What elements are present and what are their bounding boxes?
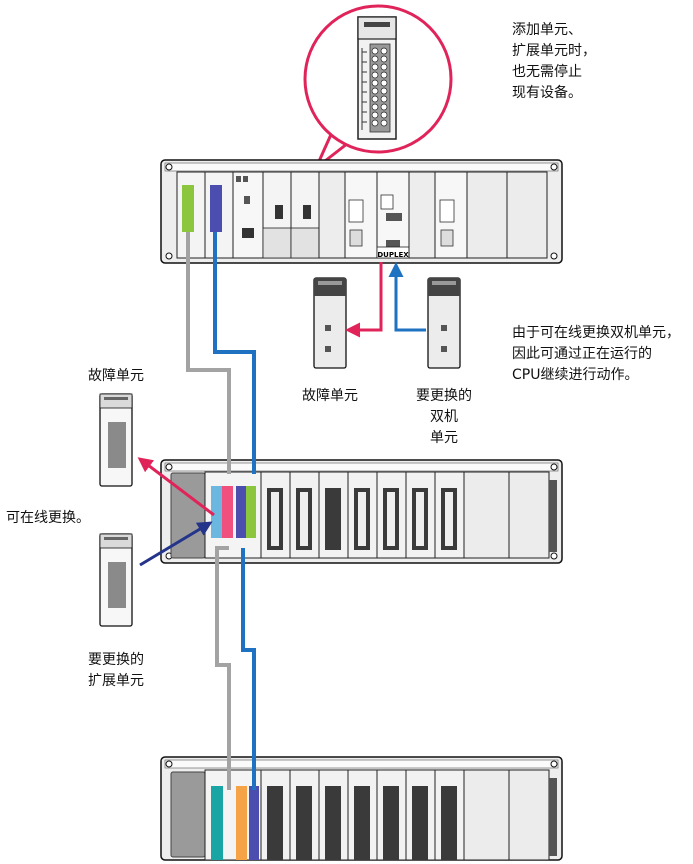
duplex-label: DUPLEX	[377, 251, 409, 259]
annotation-duplex-replace: 由于可在线更换双机单元， 因此可通过正在运行的 CPU继续进行动作。	[512, 323, 680, 386]
annotation-line: CPU继续进行动作。	[512, 367, 639, 383]
label-faulty-unit-cpu: 故障单元	[302, 388, 358, 404]
cable-gray	[186, 232, 231, 790]
annotation-line: 因此可通过正在运行的	[512, 346, 652, 362]
insert-expansion-arrow	[139, 521, 213, 567]
annotation-line: 由于可在线更换双机单元，	[512, 325, 680, 341]
label-line: 扩展单元	[88, 673, 144, 689]
label-replace-duplex: 要更换的 双机 单元	[404, 386, 484, 449]
label-line: 单元	[430, 430, 458, 446]
module-purple-top	[210, 185, 222, 232]
replacement-expansion-unit	[99, 533, 133, 627]
annotation-line: 也无需停止	[512, 64, 582, 80]
insert-arrow	[388, 262, 426, 332]
label-line: 要更换的	[88, 652, 144, 668]
module-teal-bottom	[211, 786, 223, 860]
module-green-top	[182, 185, 194, 232]
annotation-line: 现有设备。	[512, 85, 582, 101]
module-pink-mid	[222, 486, 233, 538]
module-orange-bottom	[236, 786, 247, 860]
faulty-expansion-unit	[99, 393, 133, 487]
remove-expansion-arrow	[137, 457, 215, 517]
module-purple-bottom	[249, 786, 259, 860]
label-line: 要更换的	[416, 388, 472, 404]
label-online-replace: 可在线更换。	[6, 510, 90, 526]
zoom-callout	[303, 4, 453, 170]
module-lightblue-mid	[211, 486, 222, 538]
remove-arrow	[345, 262, 383, 338]
label-line: 双机	[430, 409, 458, 425]
cpu-rack: DUPLEX	[160, 159, 563, 264]
faulty-duplex-unit	[313, 277, 347, 369]
cable-blue	[213, 232, 256, 790]
annotation-online-add: 添加单元、 扩展单元时， 也无需停止 现有设备。	[512, 20, 596, 104]
expansion-rack-2	[160, 756, 563, 861]
expansion-rack-1	[160, 459, 563, 564]
label-faulty-unit-left: 故障单元	[88, 368, 144, 384]
label-replace-expansion: 要更换的 扩展单元	[76, 650, 156, 692]
annotation-line: 添加单元、	[512, 22, 582, 38]
replacement-duplex-unit	[427, 277, 461, 369]
module-green-mid	[246, 486, 256, 538]
terminal-block-zoom	[357, 16, 397, 140]
annotation-line: 扩展单元时，	[512, 43, 596, 59]
module-purple-mid	[236, 486, 246, 538]
